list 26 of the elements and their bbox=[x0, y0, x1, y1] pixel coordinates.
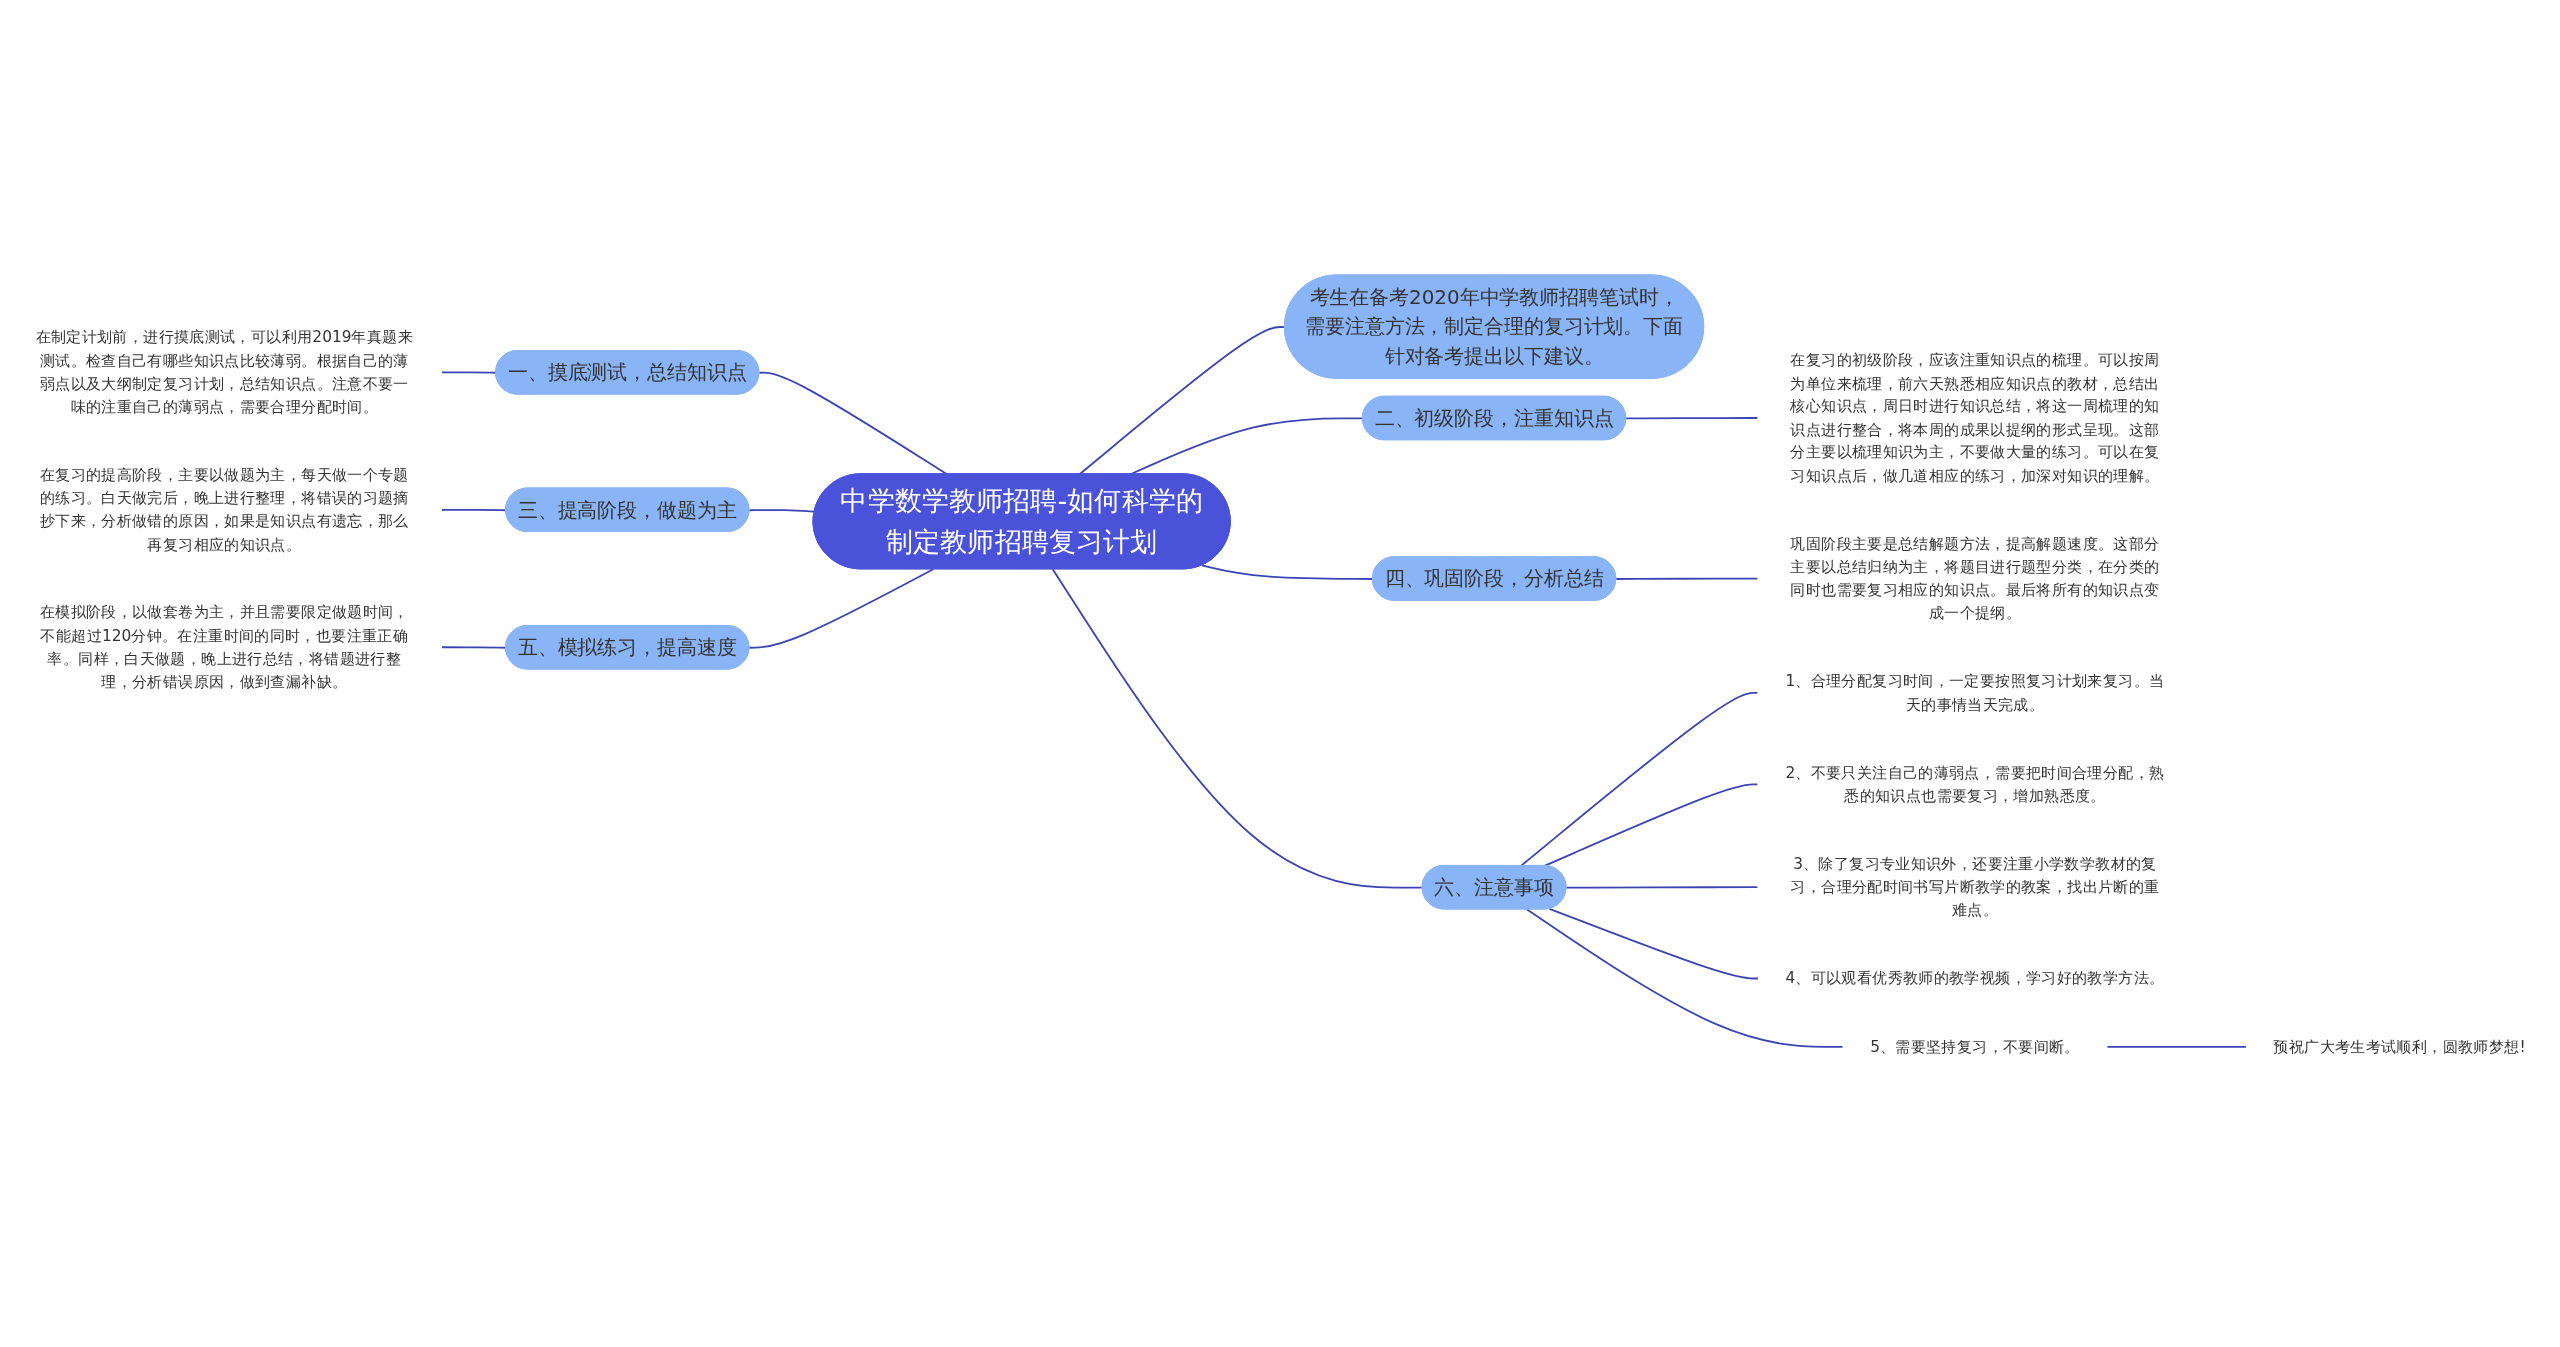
node-text: 1、合理分配复习时间，一定要按照复习计划来复习。当天的事情当天完成。 bbox=[1785, 671, 2165, 713]
node-text: 在复习的提高阶段，主要以做题为主，每天做一个专题的练习。白天做完后，晚上进行整理，将错误的习题摘抄下来，分析做错的原因，如果是知识点有遗忘，那么再复习相应的知识点。 bbox=[39, 465, 409, 553]
node-text: 巩固阶段主要是总结解题方法，提高解题速度。这部分主要以总结归纳为主，将题目进行题型分类，在分类的同时也需要复习相应的知识点。最后将所有的知识点变成一个提纲。 bbox=[1790, 534, 2160, 622]
connector bbox=[1625, 417, 1759, 420]
node-text: 2、不要只关注自己的薄弱点，需要把时间合理分配，熟悉的知识点也需要复习，增加熟悉度。 bbox=[1785, 763, 2165, 805]
connector bbox=[440, 646, 507, 649]
connector bbox=[1543, 783, 1759, 867]
connector bbox=[1200, 564, 1374, 580]
node-text: 预祝广大考生考试顺利，圆教师梦想! bbox=[2273, 1037, 2526, 1056]
connector bbox=[1520, 692, 1759, 867]
connector bbox=[440, 508, 507, 512]
connector bbox=[1548, 907, 1760, 980]
connector bbox=[748, 568, 935, 649]
connector bbox=[1615, 577, 1759, 580]
node-text: 3、除了复习专业知识外，还要注重小学数学教材的复习，合理分配时间书写片断教学的教案，找出片断的重难点。 bbox=[1790, 854, 2160, 919]
node-text: 在复习的初级阶段，应该注重知识点的梳理。可以按周为单位来梳理，前六天熟悉相应知识点的教材，总结出核心知识点，周日时进行知识总结，将这一周梳理的知识点进行整合，将本周的成果以提纲的形式呈现。这部分主要以梳理知识为主，不要做大量的练习。可以在复习知识点后，做几道相应的练习，加深对知识的理解。 bbox=[1790, 350, 2160, 485]
connector bbox=[2106, 1045, 2248, 1048]
connector bbox=[748, 509, 816, 513]
node-text: 在模拟阶段，以做套卷为主，并且需要限定做题时间，不能超过120分钟。在注重时间的同时，也要注重正确率。同样，白天做题，晚上进行总结，将错题进行整理，分析错误原因，做到查漏补缺。 bbox=[39, 602, 409, 691]
node-text: 5、需要坚持复习，不要间断。 bbox=[1870, 1037, 2080, 1056]
connector bbox=[440, 371, 497, 374]
node-text: 4、可以观看优秀教师的教学视频，学习好的教学方法。 bbox=[1785, 968, 2165, 987]
connector bbox=[1565, 886, 1759, 889]
node-text: 在制定计划前，进行摸底测试，可以利用2019年真题来测试。检查自己有哪些知识点比较薄弱。根据自己的薄弱点以及大纲制定复习计划，总结知识点。注意不要一味的注重自己的薄弱点，需要合理分配时间。 bbox=[35, 328, 413, 416]
connector bbox=[1525, 908, 1844, 1048]
connector bbox=[1051, 568, 1424, 889]
